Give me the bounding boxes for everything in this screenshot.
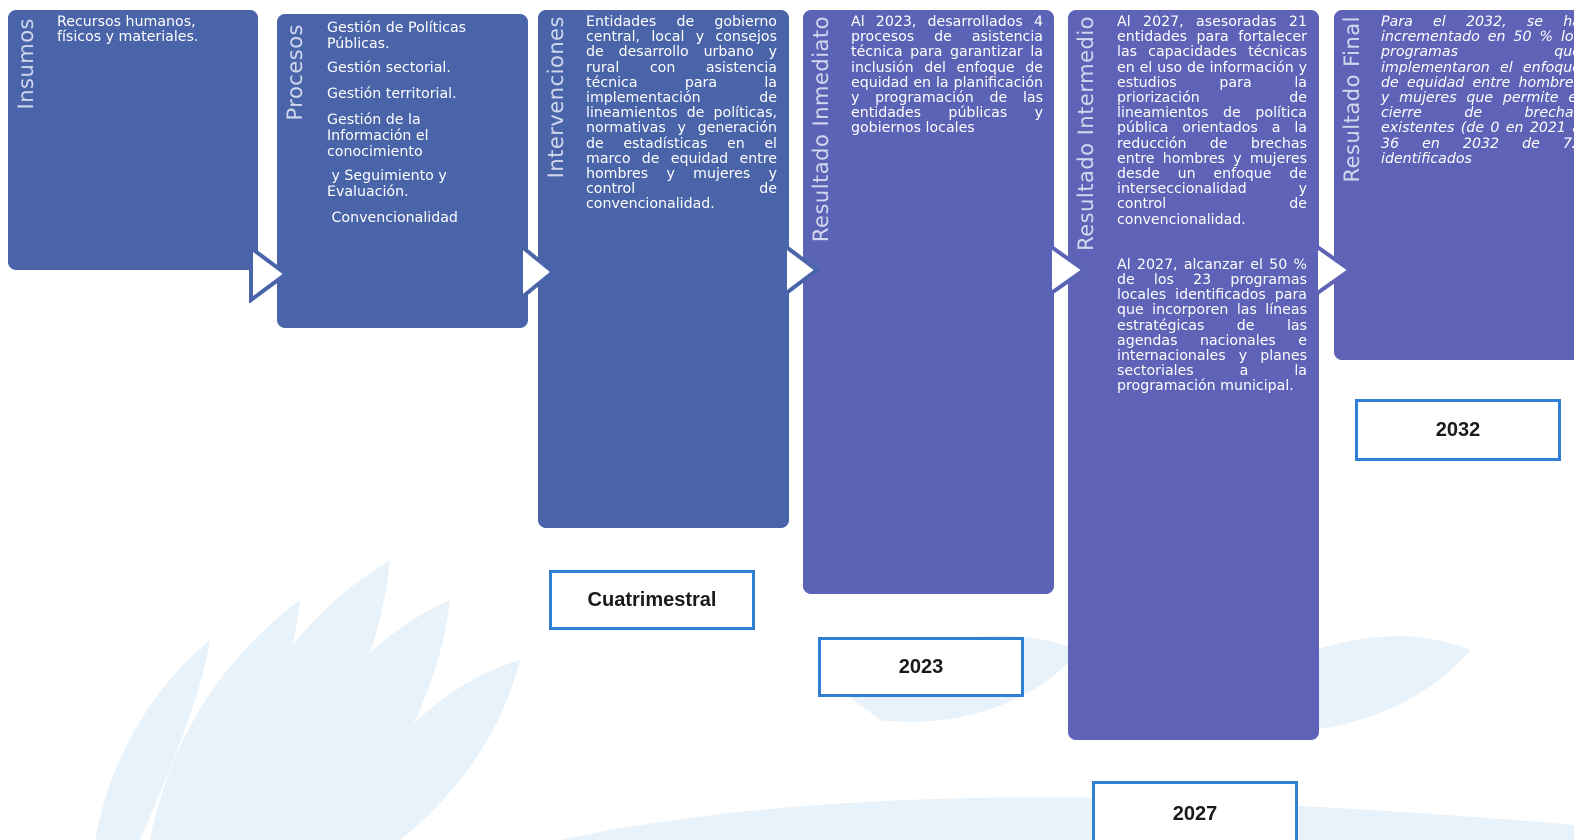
stage-label: Procesos [283, 24, 307, 121]
stage-text: Entidades de gobierno central, local y c… [586, 14, 777, 213]
stage-text: Al 2027, asesoradas 21 entidades para fo… [1117, 14, 1307, 395]
stage-text: Para el 2032, se ha incrementado en 50 %… [1381, 14, 1574, 167]
year-box-2032: 2032 [1355, 399, 1561, 461]
stage-resultado-intermedio: Resultado Intermedio Al 2027, asesoradas… [1068, 10, 1319, 740]
stage-paragraph: Al 2023, desarrollados 4 procesos de asi… [851, 14, 1043, 137]
year-label: 2023 [898, 655, 944, 678]
year-label: 2032 [1435, 418, 1481, 441]
stage-paragraph: Entidades de gobierno central, local y c… [586, 14, 777, 213]
stage-label: Intervenciones [544, 16, 568, 179]
stage-label: Resultado Final [1340, 16, 1364, 183]
flow-arrow-icon [1314, 243, 1354, 297]
stage-paragraph: Gestión de la Información el conocimient… [327, 112, 429, 160]
stage-procesos: Procesos Gestión de Políticas Públicas. … [277, 14, 528, 328]
stage-paragraph: y Seguimiento y Evaluación. [327, 168, 452, 200]
stage-label: Resultado Inmediato [809, 16, 833, 243]
stage-intervenciones: Intervenciones Entidades de gobierno cen… [538, 10, 789, 528]
stage-insumos: Insumos Recursos humanos, físicos y mate… [8, 10, 258, 270]
flow-arrow-icon [519, 243, 557, 301]
stage-paragraph: Gestión sectorial. [327, 60, 451, 76]
stage-resultado-final: Resultado Final Para el 2032, se ha incr… [1334, 10, 1574, 360]
stage-paragraph: Al 2027, alcanzar el 50 % de los 23 prog… [1117, 256, 1307, 395]
stage-label: Resultado Intermedio [1074, 16, 1098, 251]
year-label: 2027 [1172, 802, 1218, 825]
year-box-2023: 2023 [818, 637, 1024, 697]
flow-arrow-icon [783, 243, 821, 297]
stage-text: Gestión de Políticas Públicas. Gestión s… [327, 20, 497, 236]
period-box-cuatrimestral: Cuatrimestral [549, 570, 755, 630]
flow-arrow-icon [249, 245, 290, 303]
stage-label: Insumos [14, 18, 38, 110]
stage-paragraph: Gestión de Políticas Públicas. [327, 20, 467, 52]
stage-paragraph: Gestión territorial. [327, 86, 457, 102]
stage-text: Al 2023, desarrollados 4 procesos de asi… [851, 14, 1043, 137]
stage-paragraph: Para el 2032, se ha incrementado en 50 %… [1381, 14, 1574, 167]
year-box-2027: 2027 [1092, 781, 1298, 840]
stage-text: Recursos humanos, físicos y materiales. [57, 14, 217, 46]
period-label: Cuatrimestral [587, 588, 717, 611]
stage-paragraph: Recursos humanos, físicos y materiales. [57, 14, 199, 46]
stage-paragraph: Convencionalidad [327, 210, 458, 226]
stage-paragraph: Al 2027, asesoradas 21 entidades para fo… [1117, 14, 1307, 228]
flow-arrow-icon [1048, 243, 1088, 297]
stage-resultado-inmediato: Resultado Inmediato Al 2023, desarrollad… [803, 10, 1054, 594]
